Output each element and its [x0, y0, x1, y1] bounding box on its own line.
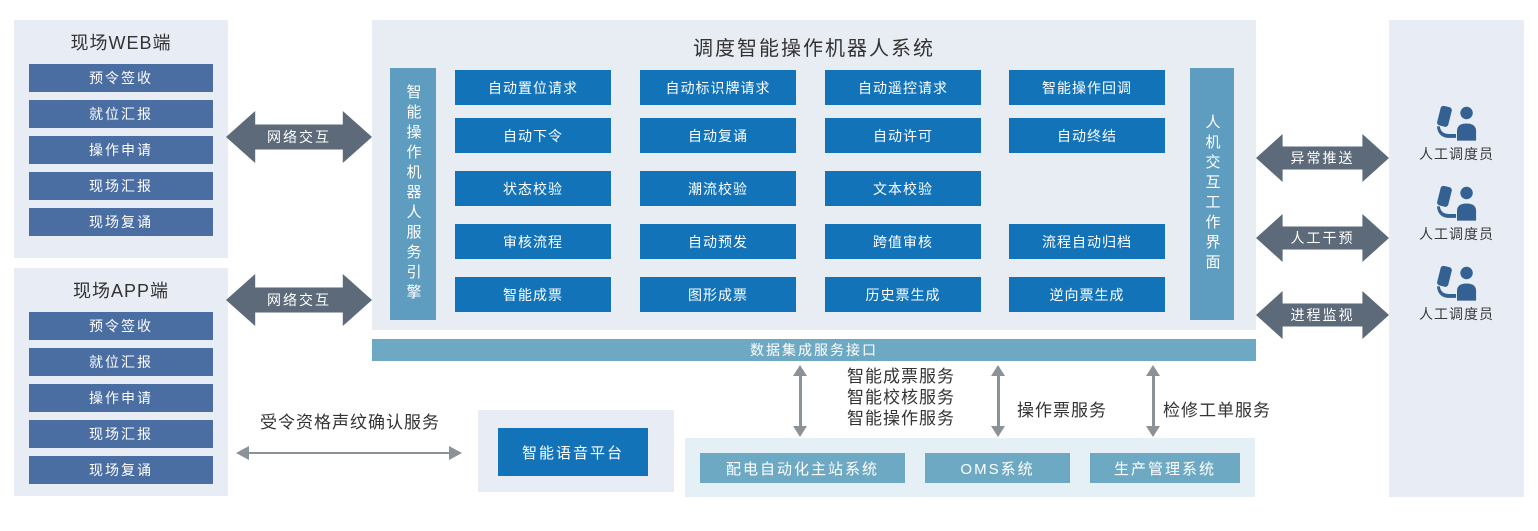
data-integration-bar: 数据集成服务接口	[372, 339, 1256, 361]
function-box: 自动复诵	[640, 118, 796, 153]
arrowhead-down-icon	[991, 426, 1005, 437]
manual-intervention-arrow: 人工干预	[1256, 214, 1389, 262]
dispatcher: 人工调度员	[1419, 106, 1494, 164]
dispatcher-at-computer-icon	[1436, 266, 1476, 301]
dispatcher-at-computer-icon	[1436, 106, 1476, 141]
function-box: 流程自动归档	[1009, 224, 1165, 259]
function-box: 跨值审核	[825, 224, 981, 259]
service-link-arrow	[991, 365, 1005, 437]
app-client-panel: 现场APP端 预令签收 就位汇报 操作申请 现场汇报 现场复诵	[14, 268, 228, 496]
function-box: 智能操作回调	[1009, 70, 1165, 105]
dispatcher-label: 人工调度员	[1419, 146, 1494, 162]
system-box: 生产管理系统	[1090, 453, 1240, 483]
function-box: 自动预发	[640, 224, 796, 259]
arrowhead-down-icon	[793, 426, 807, 437]
exception-push-arrow: 异常推送	[1256, 134, 1389, 182]
function-box: 自动遥控请求	[825, 70, 981, 105]
robot-system-panel: 调度智能操作机器人系统 智能操作机器人服务引擎 人机交互工作界面 自动置位请求 …	[372, 20, 1256, 330]
app-panel-item: 预令签收	[29, 312, 213, 340]
web-client-panel: 现场WEB端 预令签收 就位汇报 操作申请 现场汇报 现场复诵	[14, 20, 228, 258]
voice-platform-box: 智能语音平台	[498, 428, 648, 476]
arrowhead-up-icon	[991, 365, 1005, 376]
voiceprint-service-label: 受令资格声纹确认服务	[260, 413, 440, 432]
function-box: 历史票生成	[825, 277, 981, 312]
service-label: 智能操作服务	[847, 409, 955, 428]
web-panel-item: 现场复诵	[29, 208, 213, 236]
dispatcher: 人工调度员	[1419, 266, 1494, 324]
service-engine-bar: 智能操作机器人服务引擎	[390, 68, 436, 320]
function-box: 智能成票	[455, 277, 611, 312]
arrowhead-left-icon	[236, 446, 249, 460]
service-link-arrow	[1146, 365, 1160, 437]
service-label: 智能成票服务	[847, 367, 955, 386]
smart-services-label-group: 智能成票服务 智能校核服务 智能操作服务	[847, 366, 955, 429]
function-box: 审核流程	[455, 224, 611, 259]
web-panel-item: 现场汇报	[29, 172, 213, 200]
function-box: 图形成票	[640, 277, 796, 312]
hmi-workspace-bar: 人机交互工作界面	[1190, 68, 1234, 320]
process-monitor-arrow: 进程监视	[1256, 291, 1389, 339]
web-panel-item: 操作申请	[29, 136, 213, 164]
dispatcher-label: 人工调度员	[1419, 226, 1494, 242]
arrowhead-up-icon	[793, 365, 807, 376]
voice-platform-panel: 智能语音平台	[478, 410, 674, 492]
app-panel-title: 现场APP端	[72, 281, 170, 301]
function-box: 逆向票生成	[1009, 277, 1165, 312]
operation-ticket-service-label: 操作票服务	[1017, 401, 1107, 420]
function-box: 自动下令	[455, 118, 611, 153]
dispatcher-at-computer-icon	[1436, 186, 1476, 221]
system-box: OMS系统	[925, 453, 1070, 483]
web-panel-item: 就位汇报	[29, 100, 213, 128]
network-interaction-arrow: 网络交互	[226, 274, 372, 326]
function-box: 潮流校验	[640, 171, 796, 206]
app-panel-items: 预令签收 就位汇报 操作申请 现场汇报 现场复诵	[14, 310, 228, 484]
app-panel-item: 就位汇报	[29, 348, 213, 376]
arrowhead-down-icon	[1146, 426, 1160, 437]
app-panel-item: 操作申请	[29, 384, 213, 412]
function-box: 自动标识牌请求	[640, 70, 796, 105]
service-label: 智能校核服务	[847, 388, 955, 407]
web-panel-title: 现场WEB端	[70, 33, 172, 53]
function-box: 自动许可	[825, 118, 981, 153]
network-interaction-arrow: 网络交互	[226, 111, 372, 163]
arrow-shaft	[245, 452, 453, 454]
app-panel-item: 现场汇报	[29, 420, 213, 448]
dispatcher: 人工调度员	[1419, 186, 1494, 244]
arrowhead-up-icon	[1146, 365, 1160, 376]
web-panel-item: 预令签收	[29, 64, 213, 92]
arrow-shaft	[996, 373, 1000, 429]
service-link-arrow	[793, 365, 807, 437]
system-box: 配电自动化主站系统	[700, 453, 905, 483]
function-box: 自动置位请求	[455, 70, 611, 105]
function-box: 文本校验	[825, 171, 981, 206]
voiceprint-service-arrow	[236, 446, 462, 460]
arrow-shaft	[1151, 373, 1155, 429]
function-box: 状态校验	[455, 171, 611, 206]
function-box: 自动终结	[1009, 118, 1165, 153]
maintenance-order-service-label: 检修工单服务	[1163, 401, 1271, 420]
arrowhead-right-icon	[449, 446, 462, 460]
app-panel-item: 现场复诵	[29, 456, 213, 484]
arrow-shaft	[798, 373, 802, 429]
system-title: 调度智能操作机器人系统	[693, 38, 935, 60]
dispatcher-label: 人工调度员	[1419, 306, 1494, 322]
web-panel-items: 预令签收 就位汇报 操作申请 现场汇报 现场复诵	[14, 62, 228, 236]
dispatcher-panel: 人工调度员 人工调度员 人工调度	[1389, 20, 1524, 497]
